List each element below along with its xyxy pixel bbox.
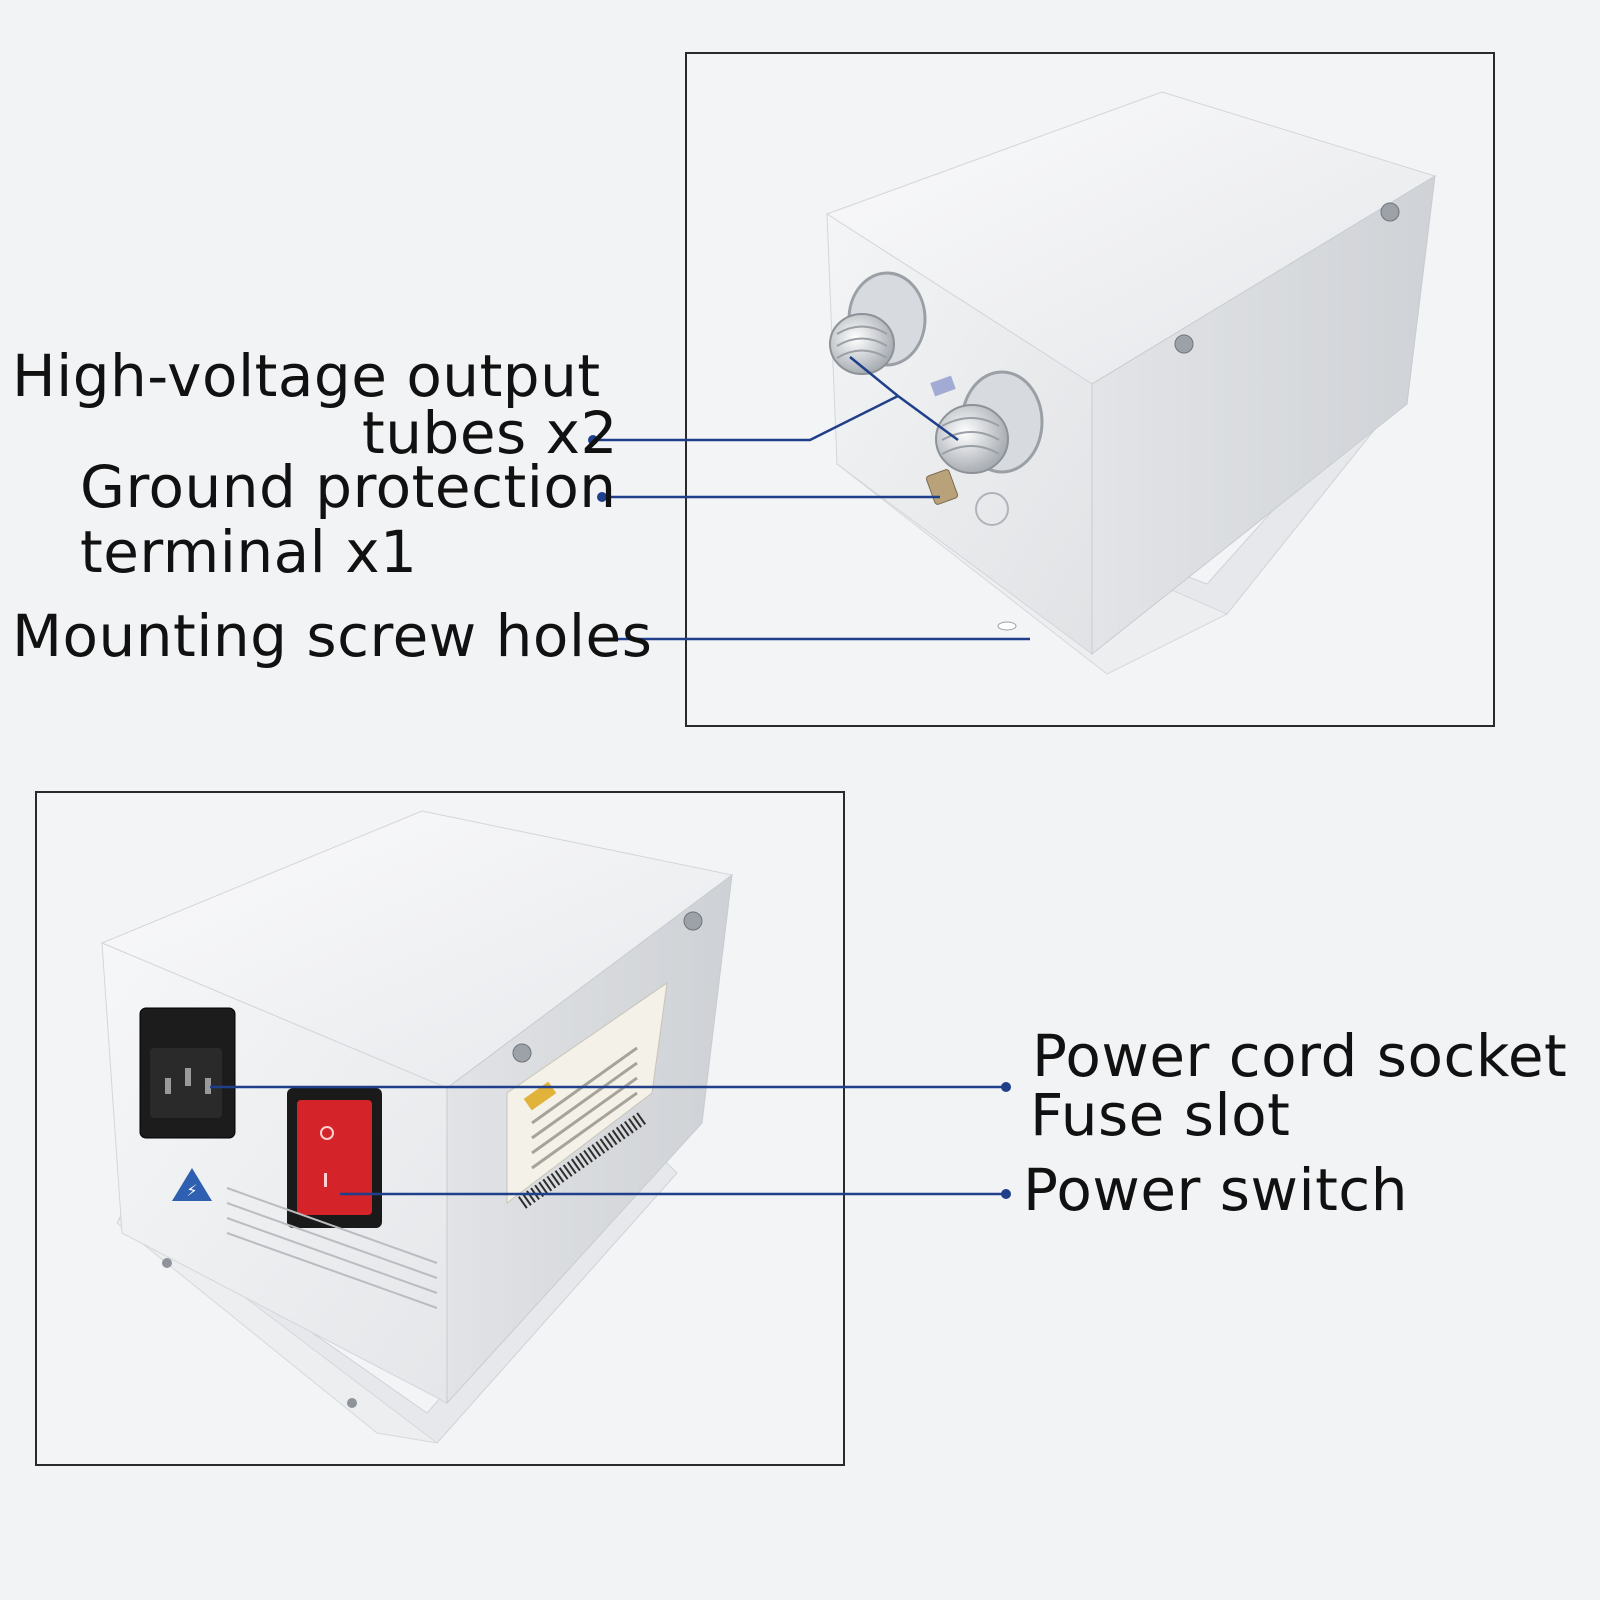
callout-power-switch: Power switch <box>1023 1156 1408 1224</box>
svg-text:⚡: ⚡ <box>186 1181 197 1200</box>
leader-dot <box>1001 1189 1011 1199</box>
callout-hv-tubes-line2: tubes x2 <box>362 399 618 467</box>
enclosure-side <box>1091 175 1436 656</box>
mounting-screw-hole-icon <box>347 1398 357 1408</box>
leader-dot <box>1001 1082 1011 1092</box>
rear-view-illustration: ⚡ <box>100 810 734 1444</box>
ground-terminal-icon <box>925 469 1009 526</box>
callout-power-cord-socket: Power cord socket <box>1032 1022 1568 1090</box>
photo-front-view <box>685 52 1495 727</box>
screw-icon <box>512 1043 532 1063</box>
screw-icon <box>1380 202 1400 222</box>
screw-icon <box>1174 334 1194 354</box>
front-view-illustration <box>825 91 1437 675</box>
hv-output-tube-icon <box>935 370 1044 474</box>
warning-triangle-icon: ⚡ <box>172 1168 212 1201</box>
callout-mounting-holes: Mounting screw holes <box>12 602 653 670</box>
callout-ground-line2: terminal x1 <box>80 518 418 586</box>
screw-icon <box>683 911 703 931</box>
photo-rear-view: ⚡ <box>35 791 845 1466</box>
power-switch-icon <box>287 1088 382 1228</box>
iec-power-socket-icon <box>139 1007 236 1139</box>
callout-hv-tubes-line1: High-voltage output <box>12 342 601 410</box>
mounting-screw-hole-icon <box>997 621 1017 631</box>
callout-ground-line1: Ground protection <box>80 453 617 521</box>
callout-fuse-slot: Fuse slot <box>1030 1081 1291 1149</box>
rating-label <box>506 981 668 1209</box>
mounting-screw-hole-icon <box>162 1258 172 1268</box>
